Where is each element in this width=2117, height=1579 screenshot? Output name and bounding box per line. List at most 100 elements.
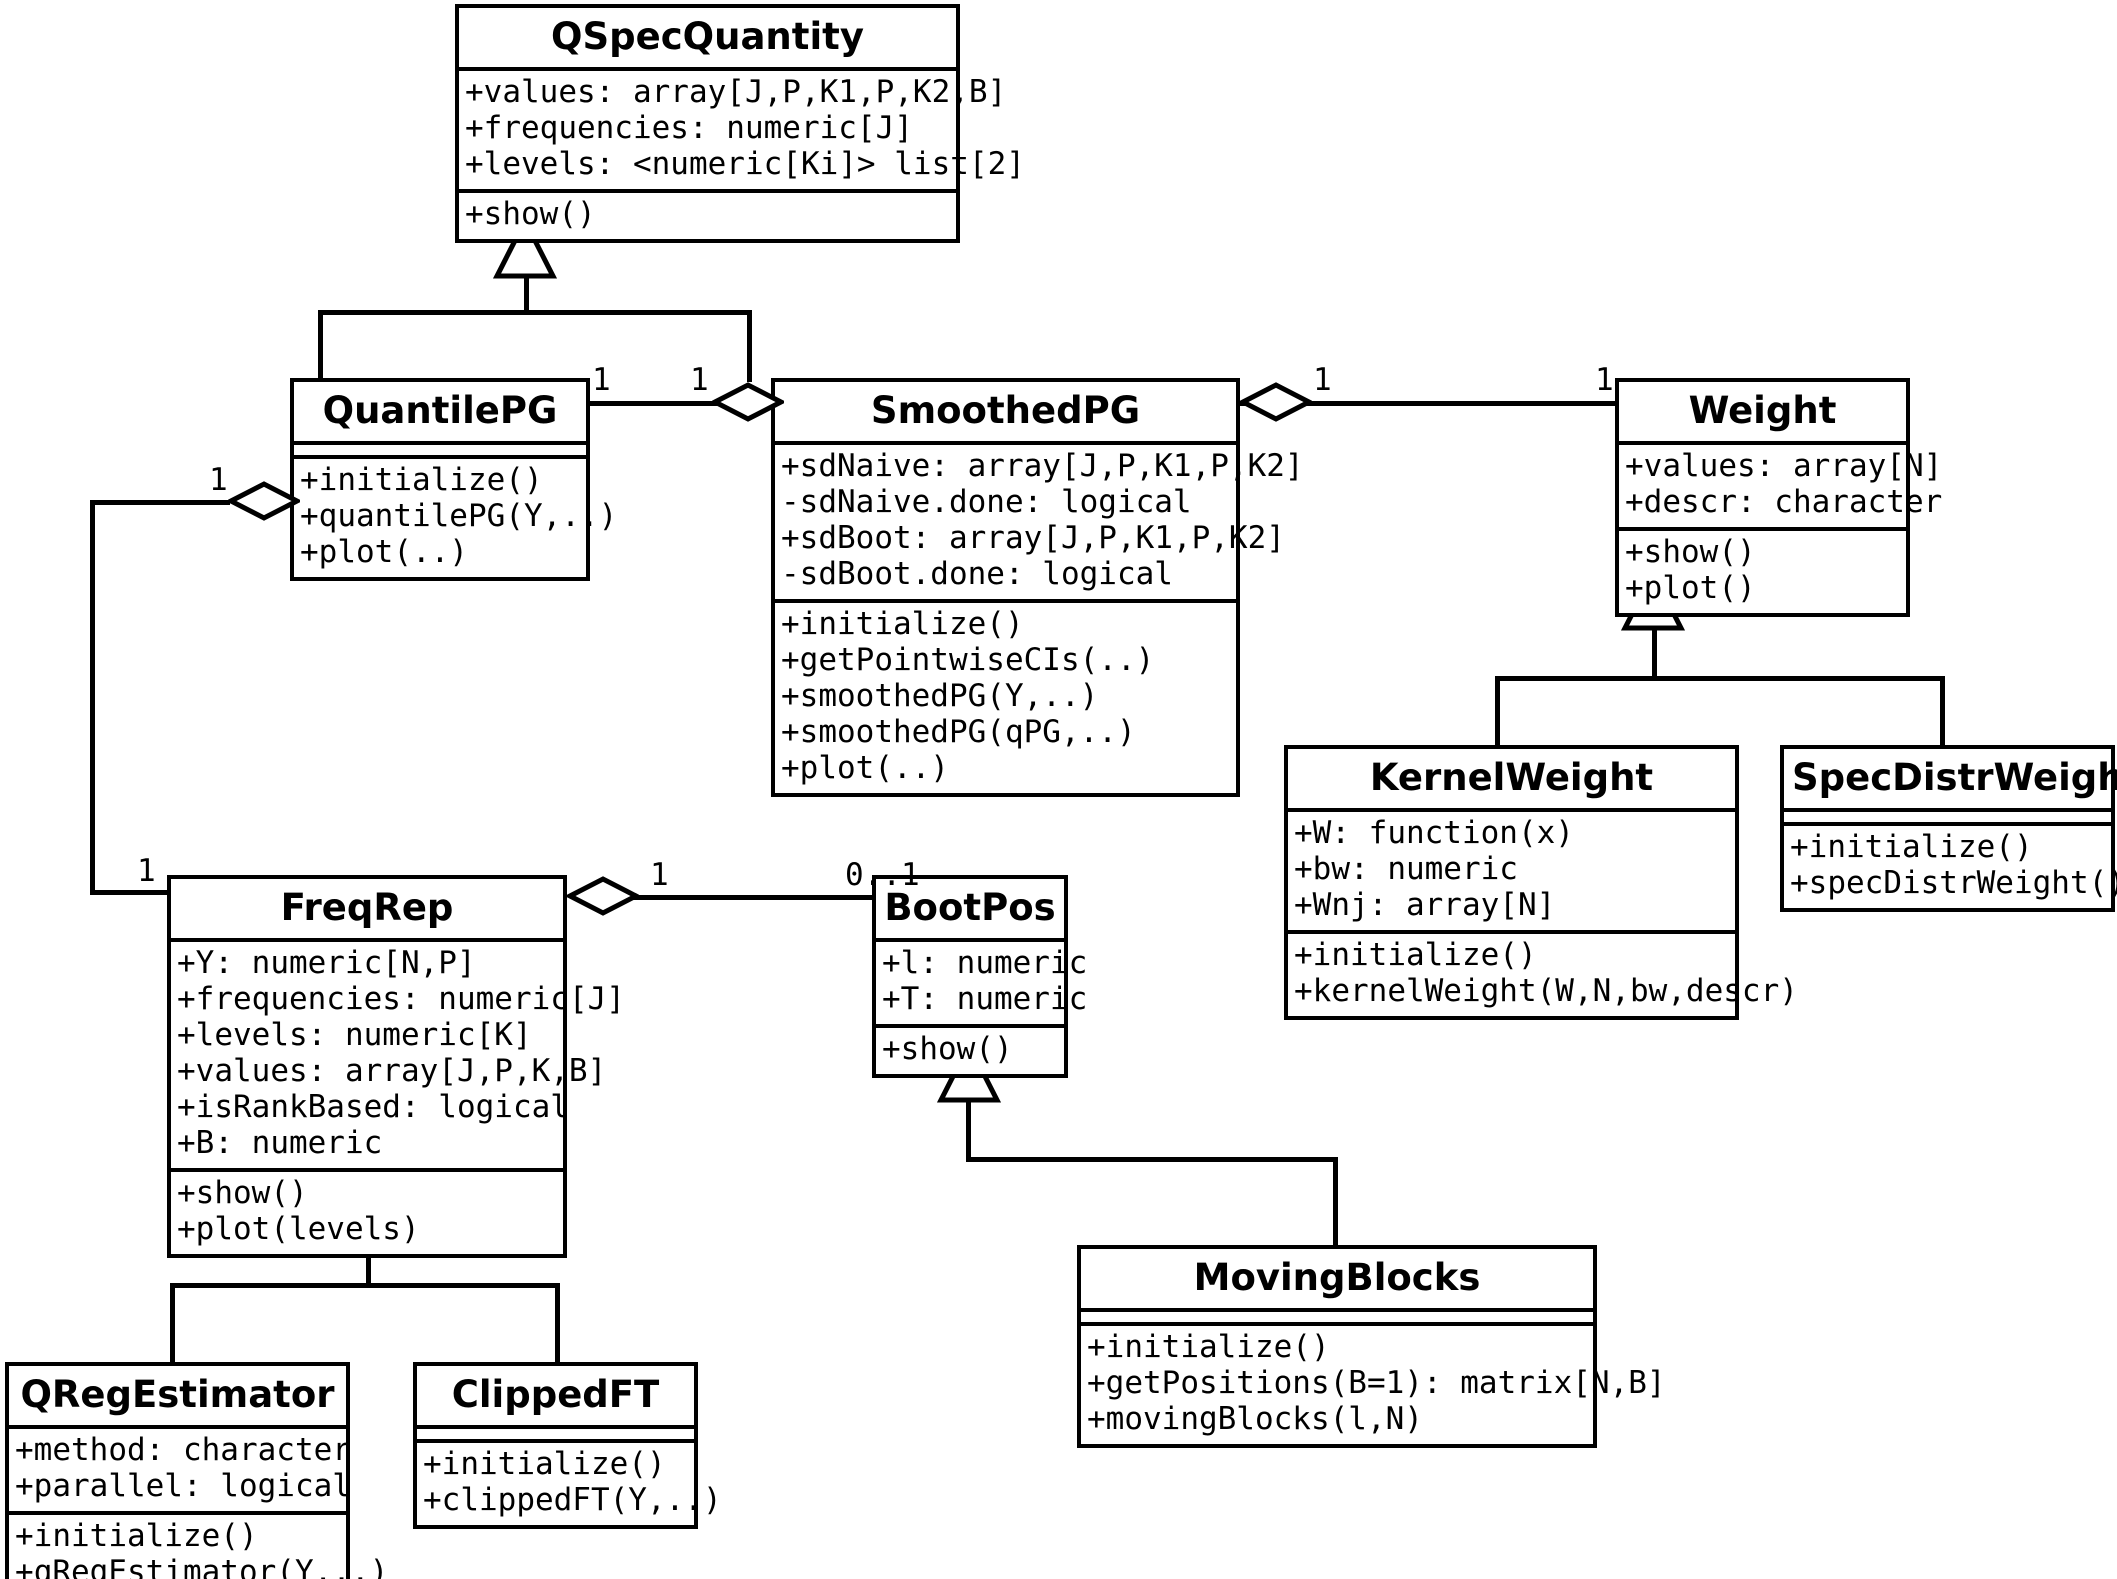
class-box-smoothedpg[interactable]: SmoothedPG +sdNaive: array[J,P,K1,P,K2] …	[771, 378, 1304, 797]
attributes-clippedft	[417, 1429, 694, 1439]
generalization-bar-qspecquantity	[318, 310, 752, 315]
attribute-line: +T: numeric	[882, 980, 1088, 1017]
class-name-smoothedpg: SmoothedPG	[870, 389, 1141, 432]
aggregation-diamond-quantilepg-part	[228, 480, 300, 522]
generalization-drop-specdistrweight	[1940, 676, 1945, 748]
attribute-line: +frequencies: numeric[J]	[465, 109, 913, 146]
compartment-divider	[775, 441, 1236, 445]
class-box-freqrep[interactable]: FreqRep +Y: numeric[N,P] +frequencies: n…	[167, 875, 625, 1258]
class-box-bootpos[interactable]: BootPos +l: numeric +T: numeric +show()	[872, 875, 1088, 1078]
generalization-drop-movingblocks	[1333, 1157, 1338, 1247]
operation-line: +initialize()	[1294, 936, 1537, 973]
attributes-qspecquantity: +values: array[J,P,K1,P,K2,B] +frequenci…	[459, 71, 1025, 189]
compartment-divider	[1619, 441, 1906, 445]
compartment-divider	[876, 1023, 1064, 1028]
attribute-line: +method: character	[15, 1432, 351, 1468]
attributes-kernelweight: +W: function(x) +bw: numeric +Wnj: array…	[1288, 812, 1735, 930]
operation-line: +plot(..)	[781, 749, 949, 786]
attributes-quantilepg	[294, 445, 586, 455]
attribute-line: +bw: numeric	[1294, 850, 1518, 887]
aggregation-line-quantilepg-freqrep-top	[90, 500, 230, 505]
attribute-line: +values: array[N]	[1625, 448, 1943, 484]
operation-line: +show()	[1625, 533, 1756, 570]
compartment-divider	[417, 1439, 694, 1443]
class-box-kernelweight[interactable]: KernelWeight +W: function(x) +bw: numeri…	[1284, 745, 1798, 1020]
attributes-movingblocks	[1081, 1312, 1593, 1322]
aggregation-line-quantilepg-freqrep-bottom	[90, 890, 170, 895]
class-box-clippedft[interactable]: ClippedFT +initialize() +clippedFT(Y,..)	[413, 1362, 722, 1529]
class-box-qspecquantity[interactable]: QSpecQuantity +values: array[J,P,K1,P,K2…	[455, 4, 1025, 243]
generalization-drop-qregestimator	[170, 1283, 175, 1363]
attribute-line: +sdNaive: array[J,P,K1,P,K2]	[781, 448, 1304, 484]
operation-line: +quantilePG(Y,..)	[300, 497, 618, 534]
attribute-line: +Y: numeric[N,P]	[177, 945, 476, 981]
class-box-quantilepg[interactable]: QuantilePG +initialize() +quantilePG(Y,.…	[290, 378, 618, 581]
aggregation-diamond-smoothedpg-right	[1240, 381, 1312, 423]
attribute-line: +W: function(x)	[1294, 815, 1574, 851]
class-name-quantilepg: QuantilePG	[322, 389, 558, 432]
generalization-bar-freqrep	[170, 1283, 560, 1288]
aggregation-line-quantilepg-smoothedpg	[585, 401, 775, 406]
class-box-weight[interactable]: Weight +values: array[N] +descr: charact…	[1615, 378, 1943, 617]
attribute-line: +frequencies: numeric[J]	[177, 980, 625, 1017]
operation-line: +initialize()	[1087, 1329, 1330, 1365]
operations-smoothedpg: +initialize() +getPointwiseCIs(..) +smoo…	[775, 603, 1236, 793]
compartment-divider	[1288, 808, 1735, 812]
class-name-qregestimator: QRegEstimator	[20, 1373, 335, 1416]
attribute-line: +l: numeric	[882, 945, 1088, 981]
generalization-drop-smoothedpg	[747, 310, 752, 382]
attribute-line: +levels: <numeric[Ki]> list[2]	[465, 145, 1025, 182]
class-box-movingblocks[interactable]: MovingBlocks +initialize() +getPositions…	[1077, 1245, 1666, 1448]
operation-line: +kernelWeight(W,N,bw,descr)	[1294, 972, 1798, 1009]
operation-line: +initialize()	[15, 1517, 258, 1554]
operation-line: +movingBlocks(l,N)	[1087, 1400, 1423, 1437]
compartment-divider	[9, 1510, 346, 1515]
operations-kernelweight: +initialize() +kernelWeight(W,N,bw,descr…	[1288, 934, 1798, 1016]
generalization-stem-bootpos	[966, 1045, 971, 1162]
attribute-line: +isRankBased: logical	[177, 1088, 569, 1125]
class-box-qregestimator[interactable]: QRegEstimator +method: character +parall…	[5, 1362, 388, 1579]
attribute-line: -sdBoot.done: logical	[781, 555, 1173, 592]
class-name-freqrep: FreqRep	[280, 886, 454, 929]
generalization-bar-weight	[1495, 676, 1945, 681]
attributes-smoothedpg: +sdNaive: array[J,P,K1,P,K2] -sdNaive.do…	[775, 445, 1304, 599]
compartment-divider	[171, 938, 563, 942]
operation-line: +plot(levels)	[177, 1210, 420, 1247]
multiplicity-weight-left: 1	[1595, 362, 1614, 398]
multiplicity-freqrep-right: 1	[650, 857, 669, 893]
operations-bootpos: +show()	[876, 1028, 1064, 1074]
operation-line: +clippedFT(Y,..)	[423, 1481, 722, 1518]
compartment-divider	[775, 598, 1236, 603]
attribute-line: -sdNaive.done: logical	[781, 483, 1192, 520]
compartment-divider	[294, 455, 586, 459]
operations-clippedft: +initialize() +clippedFT(Y,..)	[417, 1443, 722, 1525]
attributes-freqrep: +Y: numeric[N,P] +frequencies: numeric[J…	[171, 942, 625, 1168]
attributes-qregestimator: +method: character +parallel: logical	[9, 1429, 351, 1511]
attribute-line: +parallel: logical	[15, 1467, 351, 1504]
operation-line: +specDistrWeight()	[1790, 864, 2117, 901]
operation-line: +getPositions(B=1): matrix[N,B]	[1087, 1364, 1666, 1401]
operation-line: +getPointwiseCIs(..)	[781, 641, 1155, 678]
class-box-specdistrweight[interactable]: SpecDistrWeight +initialize() +specDistr…	[1780, 745, 2117, 912]
compartment-divider	[294, 441, 586, 445]
compartment-divider	[1288, 929, 1735, 934]
operations-qregestimator: +initialize() +qRegEstimator(Y,..)	[9, 1515, 388, 1579]
class-name-specdistrweight: SpecDistrWeight	[1792, 756, 2117, 799]
attributes-bootpos: +l: numeric +T: numeric	[876, 942, 1088, 1024]
generalization-drop-clippedft	[555, 1283, 560, 1363]
operation-line: +plot()	[1625, 569, 1756, 606]
compartment-divider	[1784, 822, 2111, 826]
compartment-divider	[171, 1167, 563, 1172]
class-name-clippedft: ClippedFT	[451, 1373, 660, 1416]
multiplicity-quantilepg-right: 1	[592, 362, 611, 398]
compartment-divider	[1619, 526, 1906, 531]
attribute-line: +Wnj: array[N]	[1294, 886, 1556, 923]
compartment-divider	[1784, 808, 2111, 812]
operations-weight: +show() +plot()	[1619, 531, 1906, 613]
operations-freqrep: +show() +plot(levels)	[171, 1172, 563, 1254]
operation-line: +initialize()	[1790, 829, 2033, 865]
attribute-line: +descr: character	[1625, 483, 1943, 520]
generalization-drop-kernelweight	[1495, 676, 1500, 748]
multiplicity-freqrep-left: 1	[137, 853, 156, 889]
